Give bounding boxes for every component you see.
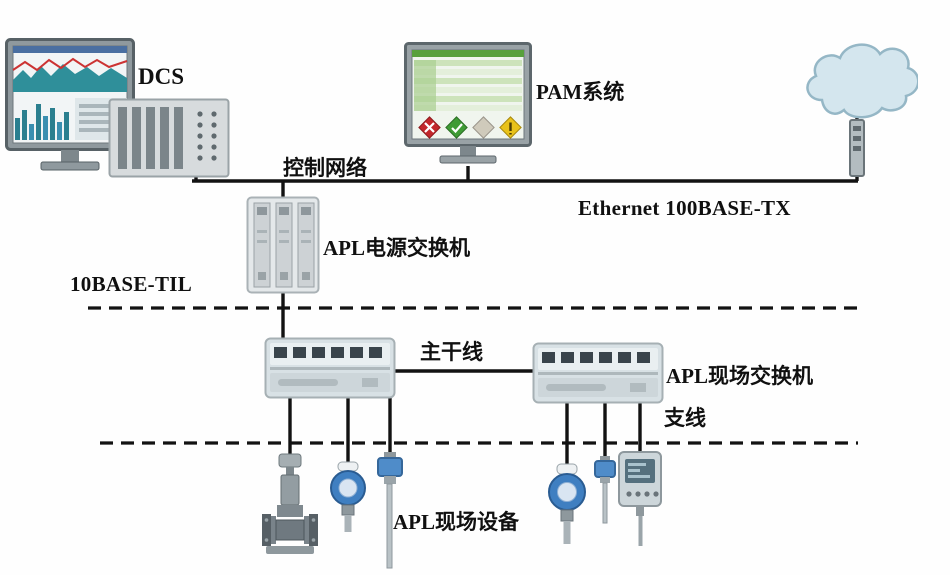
temperature-sensor-2-icon: [592, 456, 618, 529]
pressure-transmitter-2-icon: [546, 462, 588, 551]
apl-field-switch-1-icon: [264, 337, 396, 404]
label-ethernet: Ethernet 100BASE-TX: [578, 196, 791, 220]
label-apl-power-switch: APL电源交换机: [323, 236, 470, 260]
gateway-device-icon: [848, 118, 866, 183]
label-control-network: 控制网络: [283, 156, 367, 180]
label-apl-field-devices: APL现场设备: [393, 510, 519, 534]
label-branch-line: 支线: [664, 406, 706, 430]
cloud-icon: [800, 34, 920, 127]
dcs-controller-rack-icon: [108, 98, 230, 183]
label-dcs: DCS: [138, 64, 185, 89]
label-pam-system: PAM系统: [536, 80, 625, 104]
pressure-transmitter-1-icon: [328, 460, 368, 539]
apl-field-switch-2-icon: [532, 342, 664, 409]
field-display-device-icon: [617, 450, 663, 553]
label-trunk-line: 主干线: [420, 340, 483, 364]
apl-power-switch-icon: [246, 196, 320, 299]
pam-monitor-icon: [404, 42, 532, 179]
label-apl-field-switch: APL现场交换机: [666, 364, 813, 388]
temperature-sensor-1-icon: [372, 452, 408, 575]
label-10base-til: 10BASE-TIL: [70, 272, 193, 296]
flow-meter-icon: [262, 452, 318, 567]
